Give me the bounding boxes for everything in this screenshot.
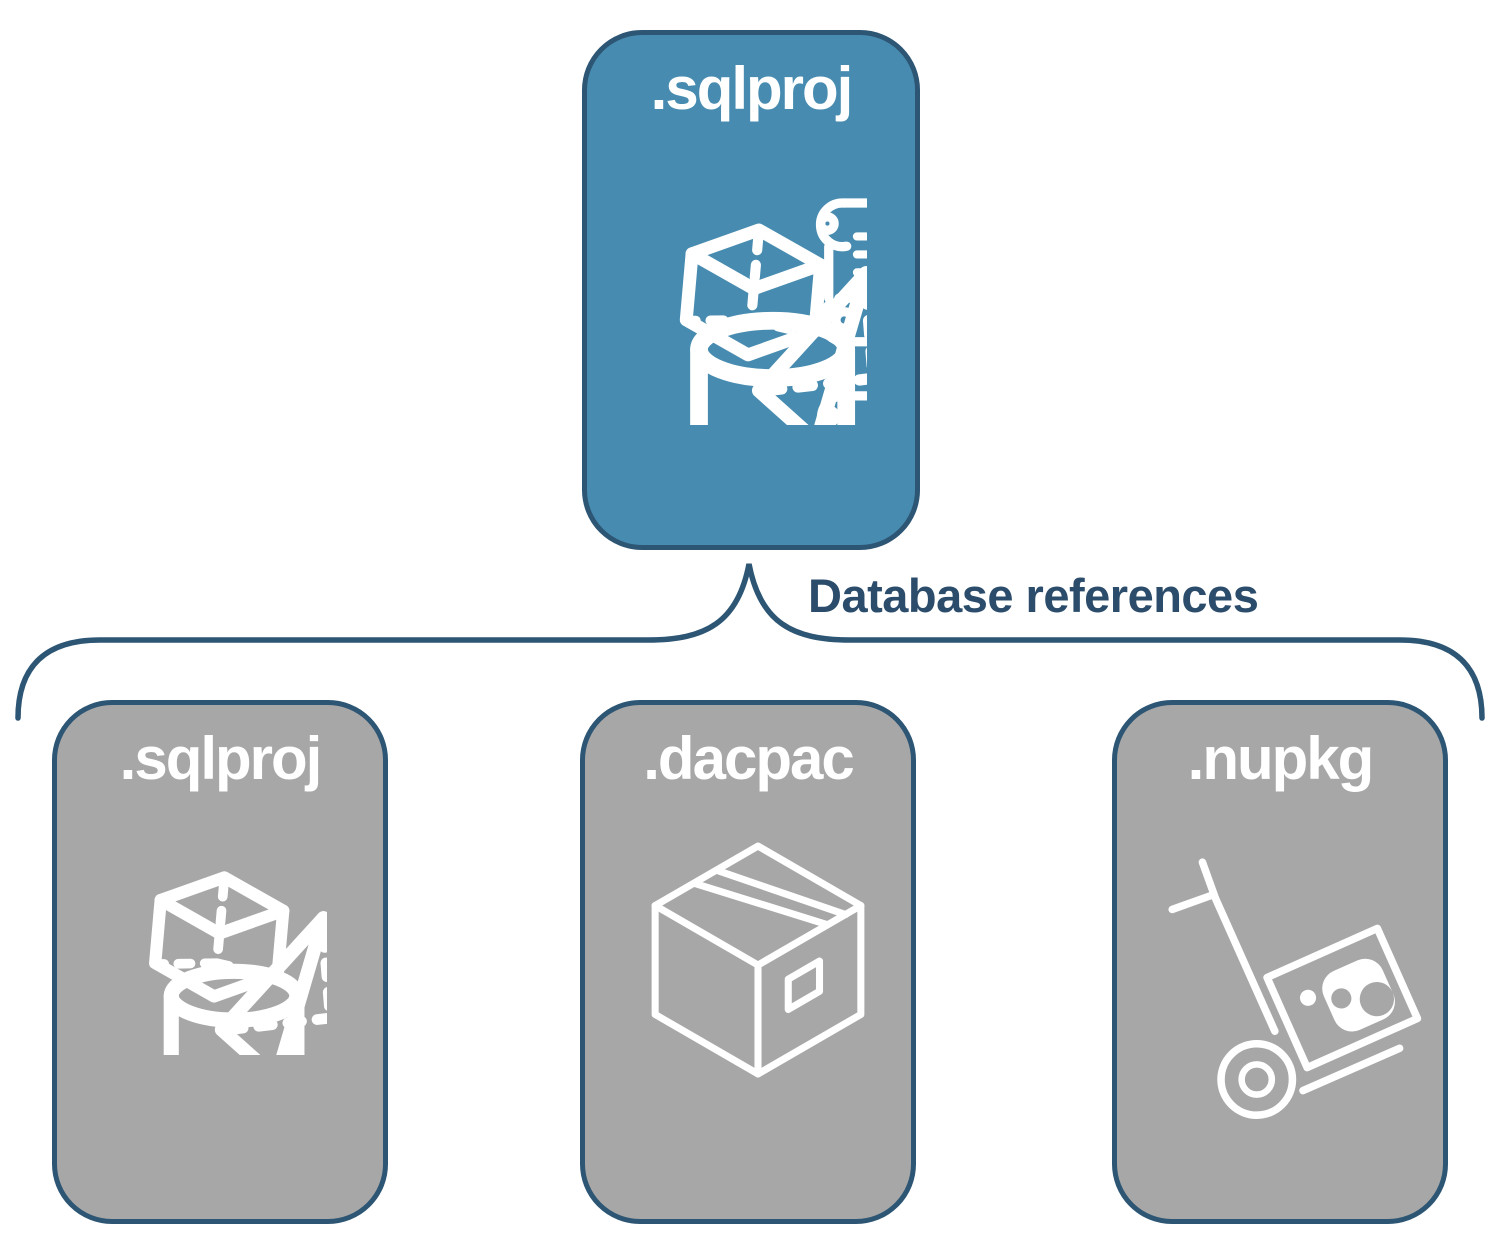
node-child-sqlproj: .sqlproj (52, 700, 388, 1224)
connector-label: Database references (808, 569, 1259, 622)
node-root-title: .sqlproj (650, 55, 854, 122)
node-child-title: .nupkg (1187, 725, 1375, 792)
brace-connector (15, 563, 1485, 721)
package-box-icon (655, 846, 861, 1074)
node-child-title: .sqlproj (119, 725, 323, 792)
hand-truck-icon (1150, 831, 1452, 1165)
node-root-sqlproj: .sqlproj (582, 30, 920, 550)
sql-objects-icon-cluster (655, 157, 867, 425)
node-child-dacpac: .dacpac (580, 700, 916, 1224)
sql-objects-icon-cluster (125, 843, 327, 1055)
node-child-title: .dacpac (643, 725, 854, 792)
hand-truck-icon (1172, 862, 1417, 1115)
node-child-nupkg: .nupkg (1112, 700, 1448, 1224)
package-box-icon (637, 827, 879, 1091)
